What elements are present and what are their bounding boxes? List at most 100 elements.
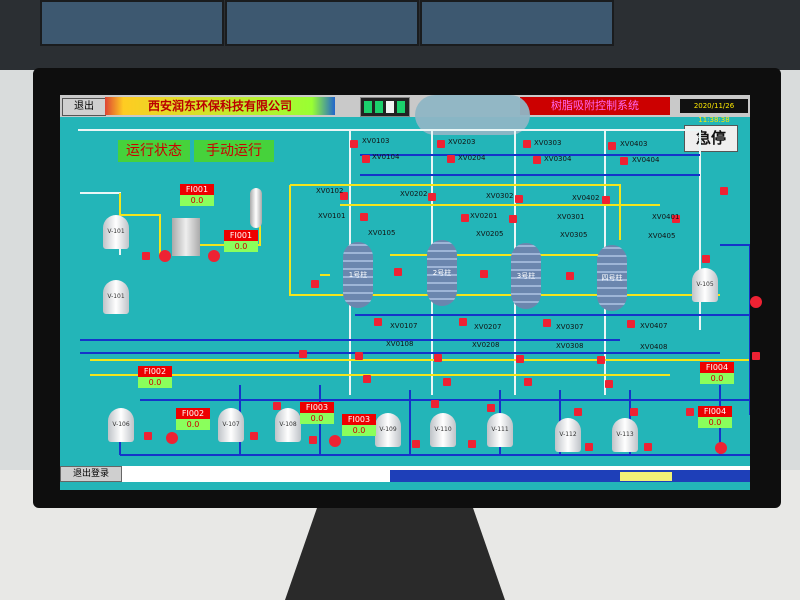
valve-icon[interactable] [602,196,610,204]
storage-tank: V-110 [430,413,456,447]
valve-tag: XV0103 [362,137,390,145]
valve-icon[interactable] [672,215,680,223]
valve-tag: XV0404 [632,156,660,164]
valve-icon[interactable] [524,378,532,386]
pump-icon[interactable] [750,296,762,308]
valve-icon[interactable] [608,142,616,150]
valve-icon[interactable] [702,255,710,263]
valve-icon[interactable] [523,140,531,148]
valve-tag: XV0102 [316,187,344,195]
valve-icon[interactable] [144,432,152,440]
valve-icon[interactable] [374,318,382,326]
indicator-white-icon [386,101,394,113]
valve-icon[interactable] [752,352,760,360]
valve-icon[interactable] [630,408,638,416]
valve-icon[interactable] [250,432,258,440]
indicator-green-icon [375,101,383,113]
valve-icon[interactable] [273,402,281,410]
valve-icon[interactable] [543,319,551,327]
valve-tag: XV0202 [400,190,428,198]
run-mode-button[interactable]: 手动运行 [194,140,274,162]
valve-icon[interactable] [142,252,150,260]
valve-tag: XV0203 [448,138,476,146]
valve-icon[interactable] [362,155,370,163]
pump-icon[interactable] [159,250,171,262]
valve-icon[interactable] [686,408,694,416]
pump-icon[interactable] [715,442,727,454]
valve-icon[interactable] [644,443,652,451]
valve-icon[interactable] [597,356,605,364]
valve-icon[interactable] [509,215,517,223]
indicator-green-icon [364,101,372,113]
flow-meter: FI001 0.0 [224,230,258,252]
adsorption-column[interactable]: 1号柱 [343,242,373,308]
valve-icon[interactable] [487,404,495,412]
valve-tag: XV0105 [368,229,396,237]
valve-icon[interactable] [566,272,574,280]
valve-icon[interactable] [428,193,436,201]
white-pipe [349,130,606,395]
valve-icon[interactable] [299,350,307,358]
filter-vessel [172,218,200,256]
storage-tank: V-111 [487,413,513,447]
bottom-bar: 退出登录 [60,466,750,482]
valve-icon[interactable] [360,213,368,221]
valve-icon[interactable] [605,380,613,388]
valve-icon[interactable] [516,355,524,363]
valve-icon[interactable] [431,400,439,408]
valve-tag: XV0208 [472,341,500,349]
valve-icon[interactable] [480,270,488,278]
pump-icon[interactable] [208,250,220,262]
flow-meter: FI003 0.0 [300,402,334,424]
flow-label: FI003 [342,414,376,425]
adsorption-column[interactable]: 2号柱 [427,240,457,306]
run-state-label: 运行状态 [118,140,190,162]
pump-icon[interactable] [166,432,178,444]
valve-icon[interactable] [350,140,358,148]
adsorption-column[interactable]: 3号柱 [511,243,541,309]
storage-tank: V-101 [103,215,129,249]
flow-label: FI003 [300,402,334,413]
valve-icon[interactable] [720,187,728,195]
flow-value: 0.0 [224,241,258,252]
valve-icon[interactable] [515,195,523,203]
valve-icon[interactable] [459,318,467,326]
valve-icon[interactable] [443,378,451,386]
valve-icon[interactable] [627,320,635,328]
valve-icon[interactable] [412,440,420,448]
valve-tag: XV0305 [560,231,588,239]
valve-icon[interactable] [585,443,593,451]
valve-tag: XV0401 [652,213,680,221]
valve-tag: XV0301 [557,213,585,221]
valve-icon[interactable] [437,140,445,148]
valve-icon[interactable] [434,354,442,362]
valve-icon[interactable] [447,155,455,163]
pump-icon[interactable] [329,435,341,447]
valve-tag: XV0108 [386,340,414,348]
flow-value: 0.0 [700,373,734,384]
adsorption-column[interactable]: 四号柱 [597,245,627,311]
flow-value: 0.0 [698,417,732,428]
valve-icon[interactable] [363,375,371,383]
valve-icon[interactable] [309,436,317,444]
storage-tank: V-112 [555,418,581,452]
valve-icon[interactable] [533,156,541,164]
flow-label: FI001 [180,184,214,195]
valve-tag: XV0405 [648,232,676,240]
logout-button[interactable]: 退出登录 [60,466,122,482]
flow-label: FI004 [698,406,732,417]
valve-icon[interactable] [461,214,469,222]
flow-value: 0.0 [138,377,172,388]
valve-icon[interactable] [468,440,476,448]
flow-meter: FI003 0.0 [342,414,376,436]
valve-icon[interactable] [311,280,319,288]
valve-icon[interactable] [574,408,582,416]
valve-tag: XV0205 [476,230,504,238]
valve-icon[interactable] [355,352,363,360]
valve-icon[interactable] [394,268,402,276]
valve-tag: XV0403 [620,140,648,148]
valve-icon[interactable] [620,157,628,165]
flow-label: FI002 [176,408,210,419]
valve-tag: XV0408 [640,343,668,351]
valve-icon[interactable] [340,192,348,200]
